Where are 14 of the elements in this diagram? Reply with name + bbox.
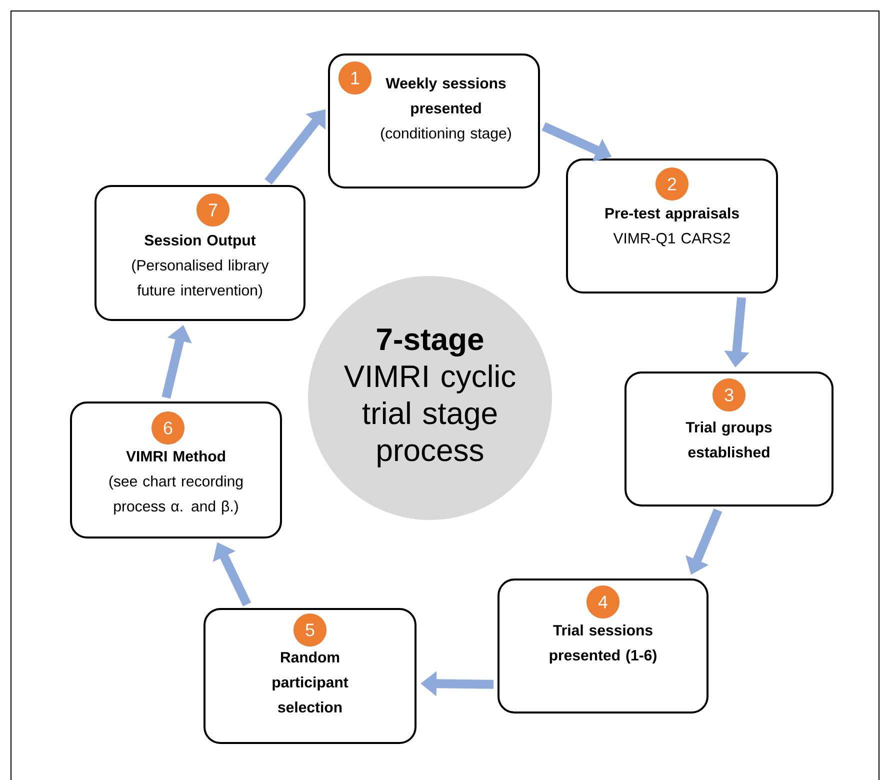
stage-box: 5 Random participant selection — [204, 608, 416, 744]
step-number-badge: 3 — [712, 378, 746, 412]
step-number-badge: 2 — [656, 168, 688, 200]
step-number-badge: 6 — [152, 412, 184, 444]
step-number-badge: 7 — [196, 194, 230, 226]
stage-box: 3 Trial groups established — [624, 372, 834, 506]
stage-box: 4 Trial sessions presented (1-6) — [498, 578, 708, 714]
stage-box: 7 Session Output (Personalised library future intervention) — [94, 185, 306, 321]
step-number-badge: 5 — [294, 614, 326, 646]
stage-box: 1 Weekly sessions presented (conditioning stage) — [328, 54, 540, 188]
step-number-badge: 4 — [586, 586, 620, 618]
stage-box: 2 Pre-test appraisals VIMR-Q1 CARS2 — [566, 158, 778, 294]
stage-box: 6 VIMRI Method (see chart recording process α. and β.) — [70, 402, 282, 538]
step-number-badge: 1 — [338, 62, 372, 94]
